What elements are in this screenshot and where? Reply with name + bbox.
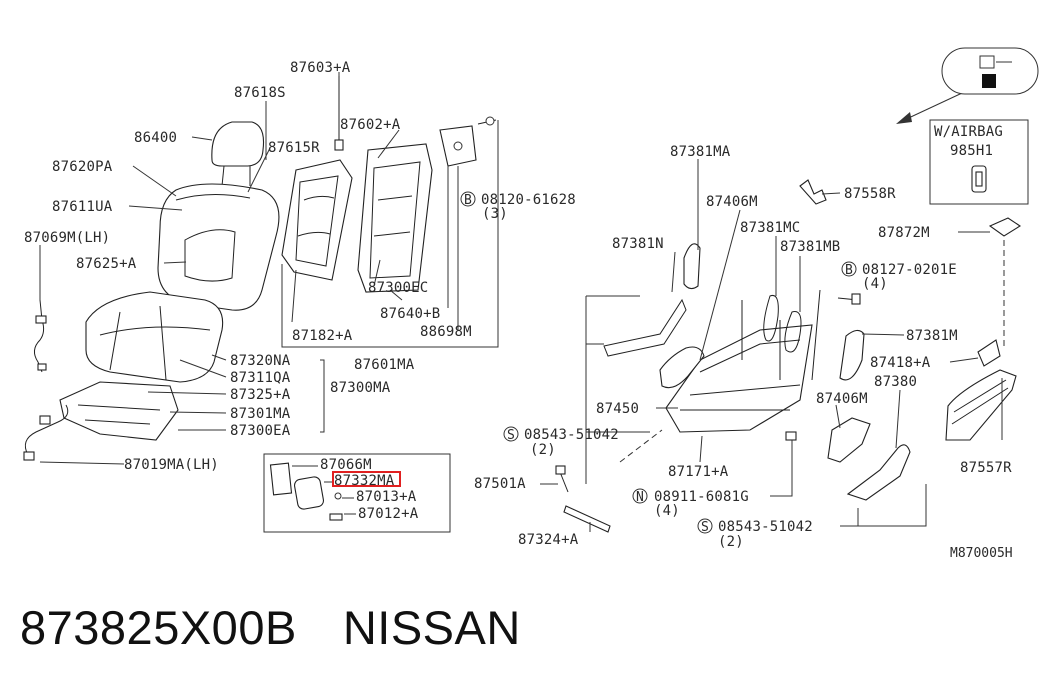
label-87182A: 87182+A — [292, 328, 353, 344]
label-87615R: 87615R — [268, 140, 320, 156]
label-88698M: 88698M — [420, 324, 472, 340]
label-87557R: 87557R — [960, 460, 1012, 476]
label-87300MA: 87300MA — [330, 380, 391, 396]
bracket-87602-part — [439, 125, 477, 167]
lever-87380-part — [846, 444, 911, 501]
seat-back-frame-part — [281, 159, 353, 281]
label-87603A: 87603+A — [290, 60, 351, 76]
label-08911-qty: (4) — [654, 503, 680, 519]
label-87381MB: 87381MB — [780, 239, 840, 255]
label-08127: 08127-0201E — [862, 262, 957, 278]
label-08120: 08120-61628 — [481, 192, 576, 208]
inset-87066M-box — [263, 453, 451, 533]
label-87300EC: 87300EC — [368, 280, 428, 296]
label-87171A: 87171+A — [668, 464, 729, 480]
label-08543a-qty: (2) — [530, 442, 556, 458]
label-87640B: 87640+B — [380, 306, 440, 322]
prefix-n-08911: N — [636, 490, 644, 505]
headrest-part — [211, 121, 265, 187]
label-87381MA-top: 87381MA — [670, 144, 731, 160]
label-87300EA: 87300EA — [230, 423, 291, 439]
footer-part-number: 873825X00B — [20, 601, 297, 654]
label-08543a: 08543-51042 — [524, 427, 619, 443]
nut-08911-part — [785, 431, 797, 441]
prefix-s-08543b: S — [701, 520, 709, 535]
label-87019MA: 87019MA(LH) — [124, 457, 219, 473]
label-87332MA: 87332MA — [334, 473, 395, 489]
reference-code: M870005H — [950, 546, 1013, 561]
label-87406M-top: 87406M — [706, 194, 758, 210]
footer-brand: NISSAN — [342, 601, 521, 654]
seat-back-panel-part — [357, 143, 433, 293]
locator-oval — [941, 47, 1039, 95]
label-87501A: 87501A — [474, 476, 526, 492]
label-87324A: 87324+A — [518, 532, 579, 548]
wire-harness-87019-part — [23, 404, 69, 461]
label-86400: 86400 — [134, 130, 177, 146]
prefix-s-08543a: S — [507, 428, 515, 443]
label-87311QA: 87311QA — [230, 370, 291, 386]
label-87601MA: 87601MA — [354, 357, 415, 373]
cap-87418-part — [977, 339, 1001, 367]
pin-87603-part — [334, 76, 344, 151]
label-08127-qty: (4) — [862, 276, 888, 292]
label-87069M: 87069M(LH) — [24, 230, 110, 246]
airbag-inset-box — [929, 119, 1029, 205]
airbag-code: 985H1 — [950, 143, 993, 159]
label-87872M: 87872M — [878, 225, 930, 241]
label-08120-qty: (3) — [482, 206, 508, 222]
label-87625A: 87625+A — [76, 256, 137, 272]
wire-harness-lh-part — [34, 299, 47, 373]
highlight-box — [332, 471, 401, 487]
label-87381M: 87381M — [906, 328, 958, 344]
label-87012A: 87012+A — [358, 506, 419, 522]
label-87406M-bot: 87406M — [816, 391, 868, 407]
bolt-08127-part — [837, 293, 861, 305]
label-87320NA: 87320NA — [230, 353, 291, 369]
footer: 873825X00B NISSAN — [20, 600, 521, 655]
label-87602A: 87602+A — [340, 117, 401, 133]
label-87418A: 87418+A — [870, 355, 931, 371]
label-08543b-qty: (2) — [718, 534, 744, 550]
label-87381N: 87381N — [612, 236, 664, 252]
bolt-08120-part — [477, 116, 497, 126]
cover-87381N-part — [683, 243, 701, 290]
bracket-87381M-part — [839, 329, 865, 381]
label-87618S: 87618S — [234, 85, 286, 101]
label-87381MC: 87381MC — [740, 220, 800, 236]
lever-87381N-left-part — [603, 298, 687, 357]
leader-lines — [39, 72, 1005, 532]
seat-back-part — [157, 183, 280, 311]
strip-87324A-part — [563, 505, 611, 533]
label-87380: 87380 — [874, 374, 917, 390]
label-87013A: 87013+A — [356, 489, 417, 505]
label-87611UA: 87611UA — [52, 199, 113, 215]
cap-87872M-part — [988, 217, 1022, 237]
label-08543b: 08543-51042 — [718, 519, 813, 535]
airbag-title: W/AIRBAG — [934, 124, 1003, 140]
bolt-87501A-part — [555, 465, 569, 493]
seat-pan-part — [59, 381, 179, 441]
label-87301MA: 87301MA — [230, 406, 291, 422]
label-87558R: 87558R — [844, 186, 896, 202]
clip-87558R-part — [799, 179, 827, 205]
side-cover-87557R-part — [945, 369, 1017, 441]
label-87325A: 87325+A — [230, 387, 291, 403]
label-87066M: 87066M — [320, 457, 372, 473]
prefix-b-08127: B — [845, 263, 853, 278]
handle-87406M-part — [659, 346, 871, 463]
springs-87381MC-part — [763, 294, 802, 353]
prefix-b-08120: B — [464, 193, 472, 208]
label-87450: 87450 — [596, 401, 639, 417]
label-87620PA: 87620PA — [52, 159, 113, 175]
seat-cushion-part — [85, 291, 224, 383]
seat-track-mechanism-part — [665, 289, 821, 433]
label-08911: 08911-6081G — [654, 489, 749, 505]
